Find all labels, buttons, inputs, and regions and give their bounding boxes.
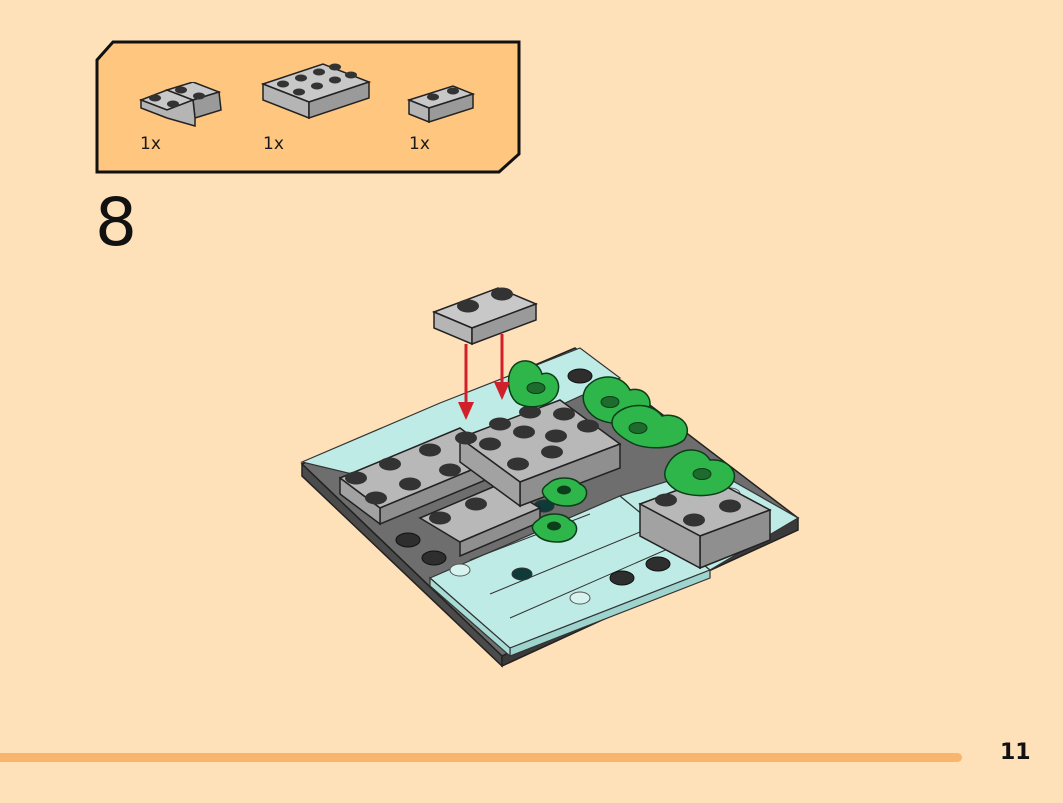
grey-brick-center — [455, 399, 622, 508]
grey-brick-right — [638, 477, 772, 570]
step-number: 8 — [95, 184, 137, 261]
down-arrow-icon — [458, 334, 510, 420]
grey-plate-left — [338, 427, 542, 558]
plate-2x4-icon — [261, 63, 371, 120]
l-plate-icon — [138, 82, 222, 127]
part-1-quantity: 1x — [140, 134, 161, 154]
plate-1x2-icon — [407, 85, 476, 124]
page-number: 11 — [1000, 740, 1031, 765]
plant-leaves — [507, 360, 736, 543]
part-2-quantity: 1x — [263, 134, 284, 154]
build-illustration — [300, 287, 800, 668]
parts-callout: 1x 1x 1x — [95, 40, 521, 174]
footer-bar — [0, 753, 962, 762]
part-3-quantity: 1x — [409, 134, 430, 154]
new-plate-1x2 — [431, 287, 539, 346]
base-studs — [395, 368, 671, 586]
